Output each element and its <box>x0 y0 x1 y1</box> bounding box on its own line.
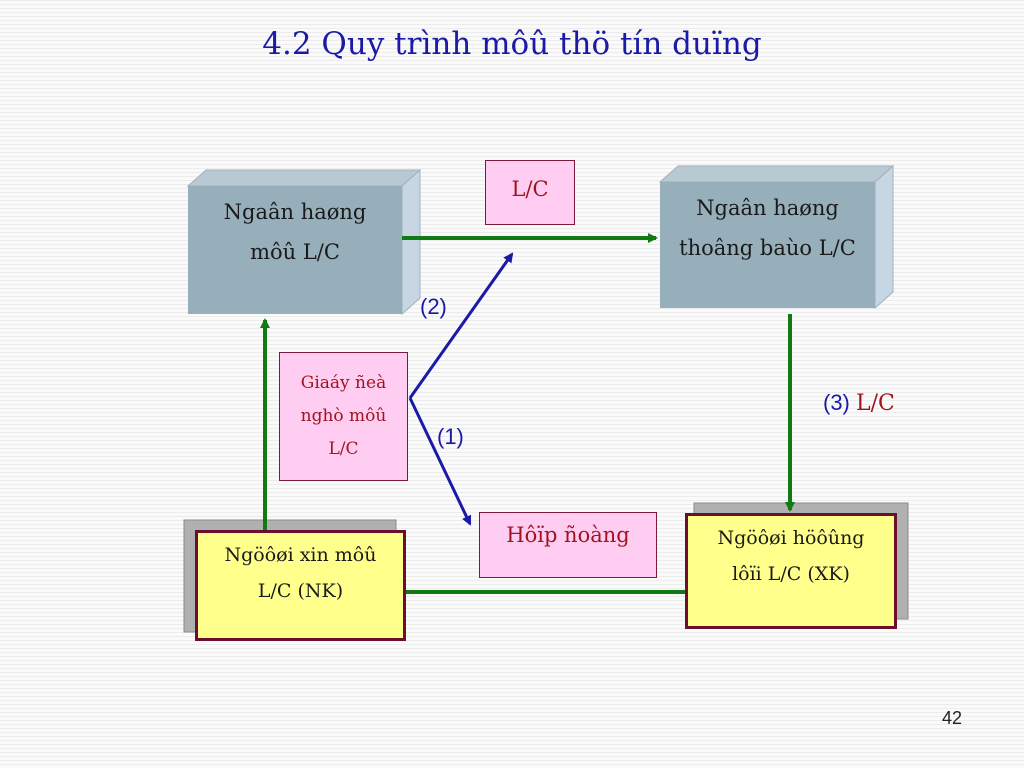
step-3-number: (3) <box>823 390 850 415</box>
beneficiary-line2: lôïi L/C (XK) <box>732 563 850 585</box>
advising-bank-line1: Ngaân haøng <box>696 196 839 220</box>
lc-document-box: L/C <box>485 160 575 225</box>
applicant-box: Ngöôøi xin môû L/C (NK) <box>195 530 406 641</box>
application-to-lc-arrow <box>408 252 514 399</box>
advising-bank-line2: thoâng baùo L/C <box>679 236 856 260</box>
step-1-label: (1) <box>437 424 464 449</box>
applicant-line1: Ngöôøi xin môû <box>224 544 377 566</box>
lc-document-text: L/C <box>511 177 549 201</box>
application-line1: Giaáy ñeà <box>300 373 387 393</box>
application-box: Giaáy ñeà nghò môû L/C <box>279 352 408 481</box>
contract-box: Hôïp ñoàng <box>479 512 657 578</box>
contract-text: Hôïp ñoàng <box>506 523 630 547</box>
application-line2: nghò môû <box>300 406 387 426</box>
slide-title: 4.2 Quy trình môû thö tín duïng <box>262 26 762 62</box>
application-to-contract-arrow <box>408 397 472 526</box>
step-3-label: (3) L/C <box>823 390 895 416</box>
issuing-bank-line2: môû L/C <box>250 240 340 264</box>
beneficiary-line1: Ngöôøi höôûng <box>717 527 865 549</box>
beneficiary-box: Ngöôøi höôûng lôïi L/C (XK) <box>685 513 897 629</box>
page-number: 42 <box>941 708 962 728</box>
issuing-bank-box <box>186 168 422 316</box>
step-3-lc: L/C <box>856 391 895 416</box>
issuing-bank-label: Ngaân haøng môû L/C <box>188 192 402 272</box>
step-2-label: (2) <box>420 294 447 319</box>
issuing-bank-line1: Ngaân haøng <box>223 200 367 224</box>
application-line3: L/C <box>328 439 359 459</box>
applicant-line2: L/C (NK) <box>257 580 344 602</box>
advising-bank-box <box>658 164 895 310</box>
advising-bank-label: Ngaân haøng thoâng baùo L/C <box>660 188 875 268</box>
